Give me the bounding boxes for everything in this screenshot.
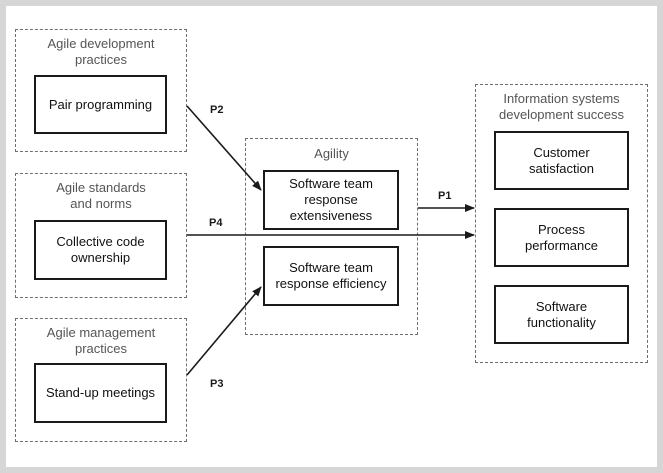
- p2-arrow: [186, 105, 262, 191]
- customer-satisfaction-box: Customer satisfaction: [494, 131, 629, 190]
- agile-standards-norms-label: Agile standards and norms: [56, 180, 146, 211]
- stand-up-meetings-box: Stand-up meetings: [34, 363, 167, 423]
- isd-success-group: Information systems development success: [475, 84, 648, 363]
- p2-label: P2: [210, 104, 224, 116]
- agility-group: Agility: [245, 138, 418, 335]
- agile-management-practices-group: Agile management practices: [15, 318, 187, 442]
- pair-programming-box: Pair programming: [34, 75, 167, 134]
- p4-label: P4: [209, 217, 223, 229]
- process-performance-box: Process performance: [494, 208, 629, 267]
- p1-label: P1: [438, 190, 452, 202]
- agile-management-practices-label: Agile management practices: [46, 325, 156, 356]
- response-efficiency-box: Software team response efficiency: [263, 246, 399, 306]
- response-extensiveness-box: Software team response extensiveness: [263, 170, 399, 230]
- p3-label: P3: [210, 378, 224, 390]
- agile-development-practices-group: Agile development practices: [15, 29, 187, 152]
- collective-code-ownership-box: Collective code ownership: [34, 220, 167, 280]
- agile-standards-norms-group: Agile standards and norms: [15, 173, 187, 298]
- agile-development-practices-label: Agile development practices: [47, 36, 155, 67]
- p3-arrow: [186, 286, 262, 376]
- isd-success-label: Information systems development success: [498, 91, 624, 122]
- agility-label: Agility: [314, 146, 349, 161]
- software-functionality-box: Software functionality: [494, 285, 629, 344]
